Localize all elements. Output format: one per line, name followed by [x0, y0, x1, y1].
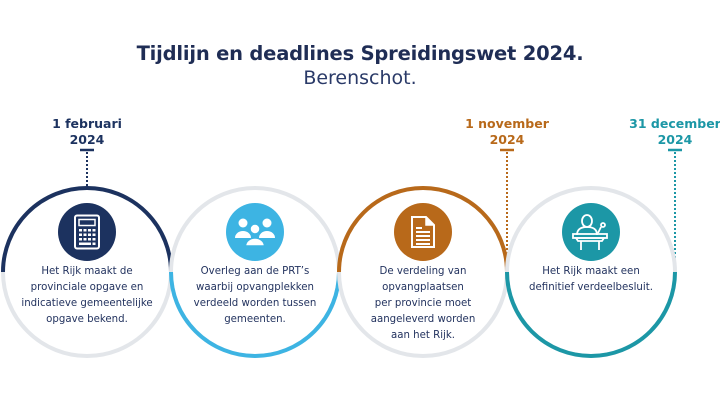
text-line: Het Rijk maakt de — [41, 266, 133, 277]
text-line: opvangplaatsen — [382, 282, 464, 293]
text-line: indicatieve gemeentelijke — [21, 298, 153, 309]
text-line: verdeeld worden tussen — [193, 298, 317, 309]
step-description-1: Het Rijk maakt de provinciale opgave en … — [12, 264, 162, 328]
step-description-2: Overleg aan de PRT’s waarbij opvangplekk… — [180, 264, 330, 328]
text-line: aangeleverd worden — [370, 314, 476, 325]
milestone-date-line: 31 december — [629, 116, 720, 131]
text-line: provinciale opgave en — [30, 282, 144, 293]
text-line: De verdeling van — [379, 266, 467, 277]
milestone-date-line: 1 november — [465, 116, 549, 131]
milestone-connector-feb — [80, 148, 94, 186]
text-line: waarbij opvangplekken — [196, 282, 314, 293]
page-subtitle: Berenschot. — [303, 67, 417, 89]
step-description-4: Het Rijk maakt een definitief verdeelbes… — [516, 264, 666, 296]
text-line: aan het Rijk. — [390, 330, 455, 341]
document-icon — [394, 203, 452, 261]
text-line: Overleg aan de PRT’s — [200, 266, 310, 277]
milestone-year-line: 2024 — [657, 132, 693, 147]
text-line: per provincie moet — [374, 298, 472, 309]
milestone-date-line: 1 februari — [52, 116, 122, 131]
speaker-podium-icon — [562, 203, 620, 261]
page-title: Tijdlijn en deadlines Spreidingswet 2024… — [136, 42, 584, 65]
people-group-icon — [226, 203, 284, 261]
calculator-icon — [58, 203, 116, 261]
milestone-date-nov: 1 november 2024 — [447, 116, 567, 148]
milestone-date-feb: 1 februari 2024 — [27, 116, 147, 148]
text-line: opgave bekend. — [46, 314, 128, 325]
text-line: gemeenten. — [224, 314, 286, 325]
milestone-year-line: 2024 — [489, 132, 525, 147]
milestone-year-line: 2024 — [69, 132, 105, 147]
milestone-connector-nov — [500, 148, 514, 270]
step-description-3: De verdeling van opvangplaatsen per prov… — [348, 264, 498, 344]
milestone-connector-dec — [668, 148, 682, 270]
text-line: Het Rijk maakt een — [542, 266, 640, 277]
text-line: definitief verdeelbesluit. — [529, 282, 653, 293]
step-ring-4 — [505, 186, 677, 358]
milestone-date-dec: 31 december 2024 — [615, 116, 720, 148]
